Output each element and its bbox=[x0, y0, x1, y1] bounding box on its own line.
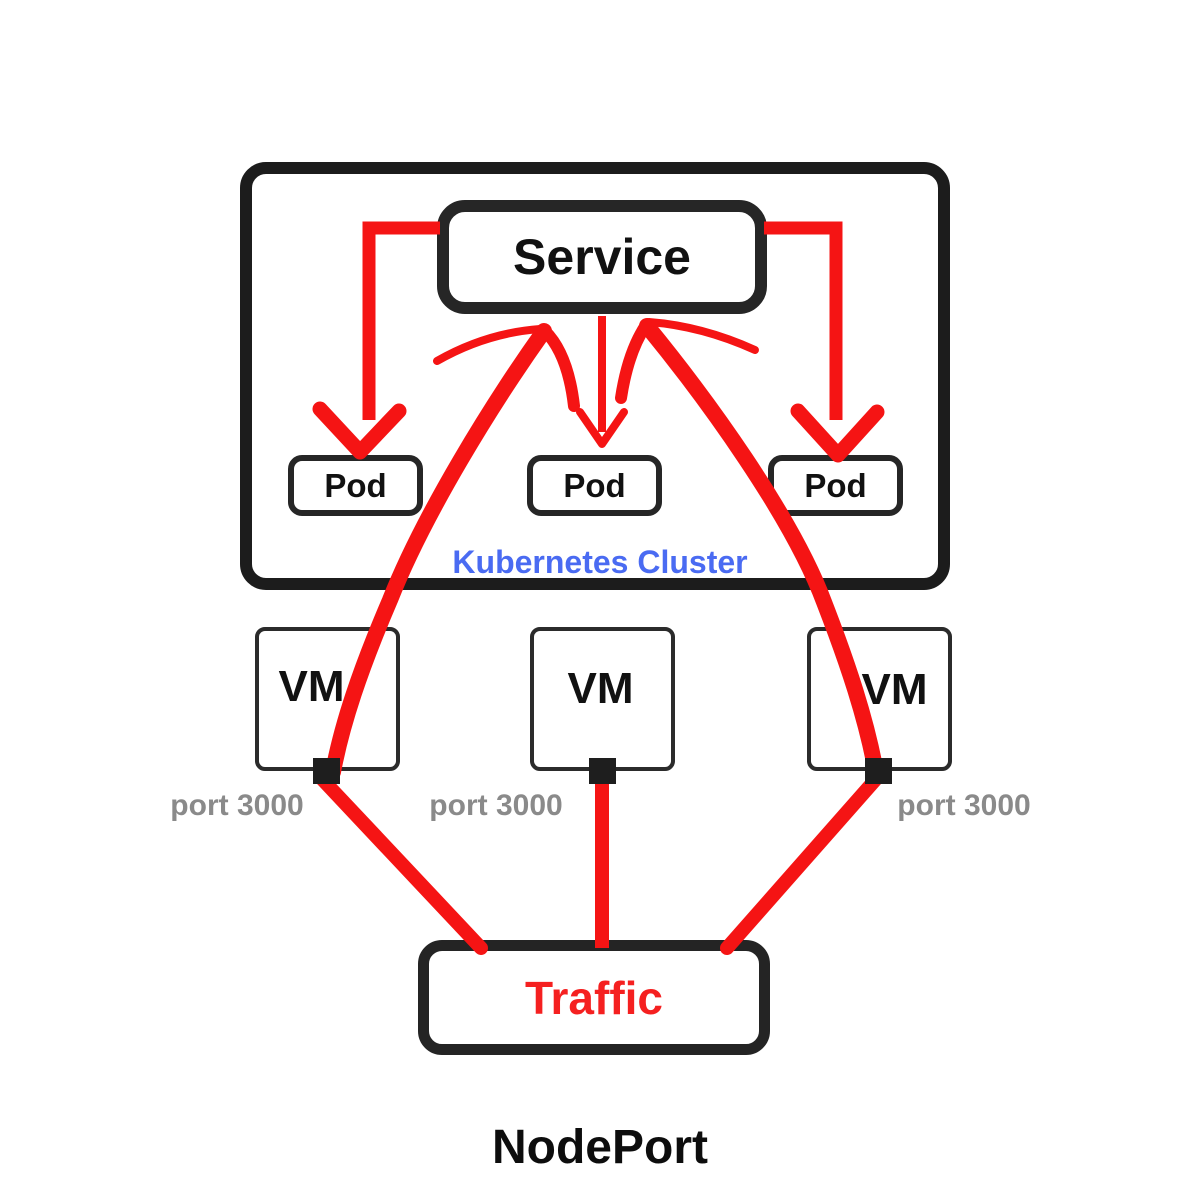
service-box: Service bbox=[437, 200, 767, 314]
vm-label-1: VM bbox=[278, 662, 345, 711]
traffic-label: Traffic bbox=[524, 971, 664, 1024]
diagram-title: NodePort bbox=[492, 1121, 708, 1174]
vm1-port-square bbox=[313, 758, 340, 784]
port-label-2: port 3000 bbox=[429, 789, 563, 822]
traffic-box: Traffic bbox=[418, 940, 770, 1055]
port-label-1: port 3000 bbox=[170, 789, 304, 822]
vm2-port-square bbox=[589, 758, 616, 784]
pod-label-2: Pod bbox=[563, 466, 626, 504]
port-label-3: port 3000 bbox=[897, 789, 1031, 822]
pod-box-3: Pod bbox=[768, 455, 903, 516]
service-label: Service bbox=[513, 229, 691, 285]
kubernetes-cluster-caption: Kubernetes Cluster bbox=[452, 544, 748, 580]
pod-box-2: Pod bbox=[527, 455, 662, 516]
vm-box-3: VM bbox=[807, 627, 952, 771]
vm-box-2: VM bbox=[530, 627, 675, 771]
vm-label-3: VM bbox=[861, 665, 928, 714]
pod-label-1: Pod bbox=[324, 466, 387, 504]
vm-box-1: VM bbox=[255, 627, 400, 771]
pod-box-1: Pod bbox=[288, 455, 423, 516]
pod-label-3: Pod bbox=[804, 466, 867, 504]
vm3-port-square bbox=[865, 758, 892, 784]
vm-label-2: VM bbox=[567, 664, 634, 713]
traffic-to-vm3-line bbox=[720, 772, 883, 955]
